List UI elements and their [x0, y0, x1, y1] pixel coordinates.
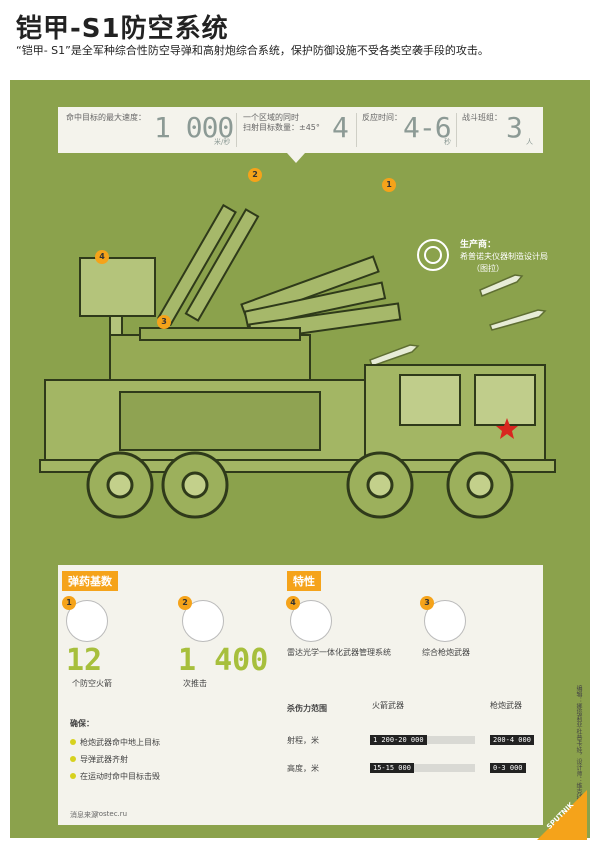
range-row2-missile: 15-15 000 — [370, 763, 414, 773]
stats-bar: 命中目标的最大速度： 1 000 米/秒 一个区域的同时 扫射目标数量：±45°… — [58, 107, 543, 153]
stat-separator — [356, 113, 357, 147]
ammo-tag: 弹药基数 — [62, 571, 118, 591]
range-header: 杀伤力范围 — [287, 704, 327, 713]
producer-emblem — [417, 239, 449, 271]
bullet-dot — [70, 739, 76, 745]
credits: 编辑：娜塔莉亚·杜普卡娃，设计师：维克托·焦塔琴尔 — [575, 685, 582, 827]
marker-3: 3 — [157, 315, 171, 329]
marker-4: 4 — [95, 250, 109, 264]
range-bar — [370, 764, 475, 772]
stat-separator — [456, 113, 457, 147]
targets-label-1: 一个区域的同时 — [243, 113, 299, 122]
stat-separator — [236, 113, 237, 147]
features-tag: 特性 — [287, 571, 321, 591]
radar-antenna — [79, 257, 156, 339]
range-row-label: 射程，米 — [287, 736, 319, 745]
bullet-dot — [70, 773, 76, 779]
page-title: 铠甲-S1防空系统 — [16, 14, 229, 44]
sputnik-logo — [537, 790, 587, 840]
missile-desc: 个防空火箭 — [72, 679, 112, 688]
speed-label: 命中目标的最大速度： — [66, 113, 146, 122]
range-row1-missile: 1 200-20 000 — [370, 735, 427, 745]
truck-wheels — [86, 451, 514, 519]
red-star-icon — [496, 418, 518, 439]
ammo-missile-badge: 1 — [62, 596, 76, 610]
gun-badge: 3 — [420, 596, 434, 610]
page-subtitle: “铠甲- S1”是全军种综合性防空导弹和高射炮综合系统，保护防御设施不受各类空袭… — [16, 44, 489, 57]
range-col-gun: 枪炮武器 — [490, 701, 522, 710]
reaction-label: 反应时间： — [362, 113, 402, 122]
shell-count: 1 400 — [178, 643, 269, 678]
speed-value: 1 000 — [154, 111, 234, 144]
marker-1: 1 — [382, 178, 396, 192]
truck-body — [39, 364, 556, 473]
marker-2: 2 — [248, 168, 262, 182]
stats-pointer — [287, 153, 305, 163]
targets-value: 4 — [332, 111, 349, 144]
crew-label: 战斗班组： — [462, 113, 502, 122]
ensure-title: 确保： — [70, 719, 94, 728]
ensure-item: 在运动时命中目标击毁 — [80, 772, 160, 781]
shell-desc: 次推击 — [183, 679, 207, 688]
missile-count: 12 — [66, 643, 103, 678]
source-label: 消息来源 — [70, 811, 98, 819]
radar-desc: 雷达光学一体化武器管理系统 — [287, 648, 391, 657]
ensure-item: 导弹武器齐射 — [80, 755, 128, 764]
bullet-dot — [70, 756, 76, 762]
crew-unit: 人 — [526, 138, 533, 146]
launcher-tubes — [157, 203, 402, 342]
reaction-unit: 秒 — [444, 138, 451, 146]
gun-desc: 综合枪炮武器 — [422, 648, 470, 657]
crew-value: 3 — [506, 111, 523, 144]
range-row2-gun: 0-3 000 — [490, 763, 526, 773]
producer-label: 生产商： — [460, 240, 497, 250]
range-row1-gun: 200-4 000 — [490, 735, 534, 745]
targets-label-2: 扫射目标数量：±45° — [243, 123, 320, 132]
reaction-value: 4-6 — [403, 111, 452, 144]
range-col-missile: 火箭武器 — [372, 701, 404, 710]
vehicle-illustration — [39, 203, 556, 519]
ammo-shell-badge: 2 — [178, 596, 192, 610]
turret — [109, 327, 311, 381]
ensure-item: 枪炮武器命中地上目标 — [80, 738, 160, 747]
radar-badge: 4 — [286, 596, 300, 610]
producer-name: 希普诺夫仪器制造设计局 — [460, 252, 548, 261]
speed-unit: 米/秒 — [214, 138, 231, 146]
range-row-label: 高度，米 — [287, 764, 319, 773]
producer-city: （图拉） — [472, 264, 504, 273]
source-value: rostec.ru — [96, 810, 128, 818]
